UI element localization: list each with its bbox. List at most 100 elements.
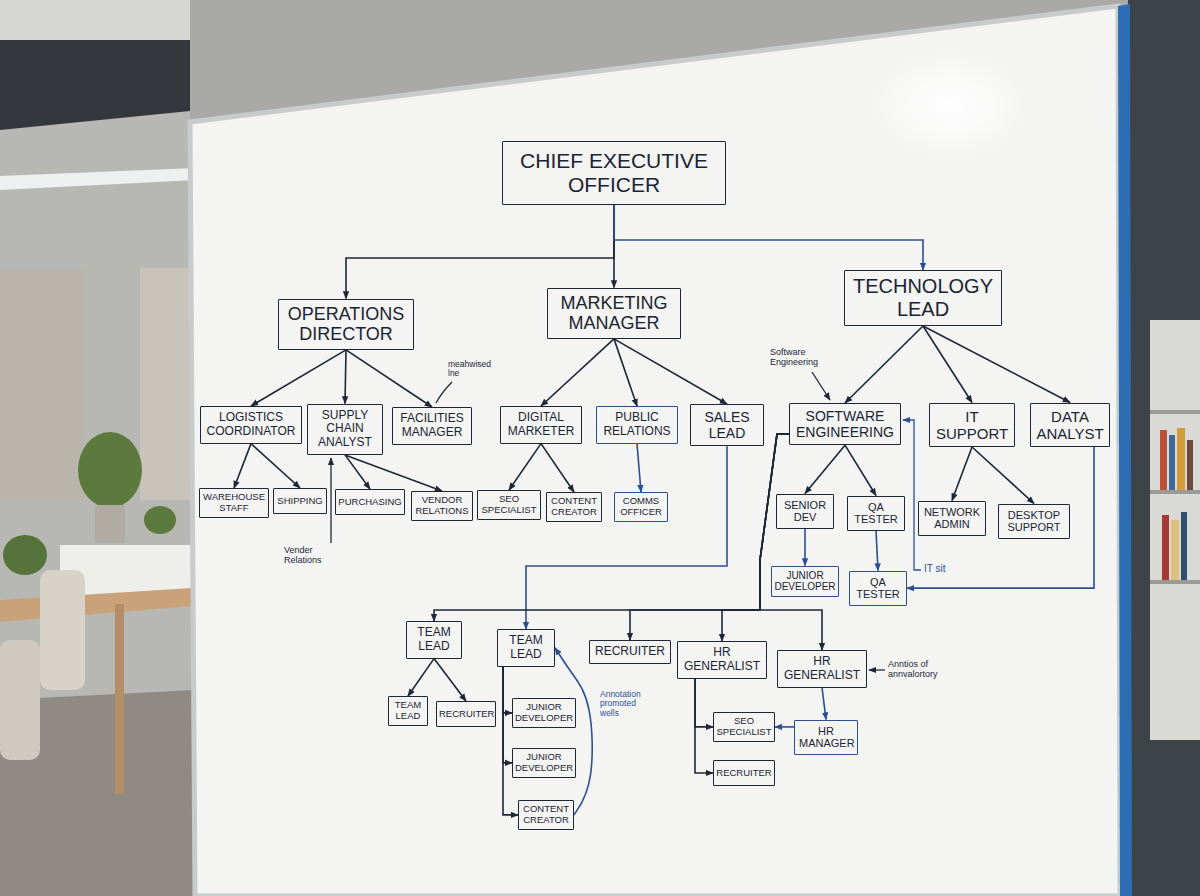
connector [923, 326, 972, 403]
connector [822, 688, 826, 720]
box-label: SUPPLY CHAIN ANALYST [312, 409, 378, 450]
connector [907, 447, 1094, 588]
org-box: WAREHOUSE STAFF [199, 488, 269, 518]
plant [3, 535, 47, 575]
org-box: COMMS OFFICER [614, 492, 668, 522]
org-box: JUNIOR DEVELOPER [771, 566, 839, 597]
table [0, 588, 192, 622]
box-label: SOFTWARE ENGINEERING [794, 408, 896, 440]
book [1162, 515, 1169, 580]
box-label: JUNIOR DEVELOPER [515, 702, 573, 724]
book [1181, 512, 1187, 580]
org-box: LOGISTICS COORDINATOR [200, 406, 302, 444]
org-box: SUPPLY CHAIN ANALYST [307, 404, 383, 455]
connector [503, 667, 512, 713]
leader-line [436, 382, 452, 403]
box-label: TEAM LEAD [391, 700, 425, 722]
connector [509, 444, 541, 490]
org-box: RECRUITER [589, 640, 671, 664]
leader-line [869, 669, 885, 670]
org-box: TEAM LEAD [388, 696, 428, 726]
box-label: TEAM LEAD [502, 634, 550, 662]
connector [251, 444, 300, 488]
box-label: SALES LEAD [695, 409, 759, 441]
box-label: VENDOR RELATIONS [414, 495, 470, 517]
connector [952, 447, 972, 501]
org-box: TECHNOLOGY LEAD [844, 270, 1002, 326]
box-label: SHIPPING [276, 496, 324, 507]
org-box: IT SUPPORT [929, 403, 1015, 448]
box-label: IT SUPPORT [934, 408, 1010, 443]
org-box: VENDOR RELATIONS [411, 491, 473, 521]
org-box: DATA ANALYST [1030, 403, 1110, 448]
org-box: JUNIOR DEVELOPER [512, 748, 576, 778]
box-label: COMMS OFFICER [617, 496, 665, 518]
box-label: NETWORK ADMIN [923, 506, 981, 531]
box-label: SENIOR DEV [781, 499, 829, 524]
box-label: HR GENERALIST [682, 646, 762, 674]
box-label: WAREHOUSE STAFF [202, 492, 266, 514]
org-box: HR GENERALIST [777, 650, 867, 688]
connector [234, 444, 251, 488]
org-box: TEAM LEAD [497, 629, 555, 667]
shelf-board [1150, 410, 1200, 414]
connector [637, 444, 641, 492]
connector [630, 434, 789, 640]
leader-line [330, 458, 331, 543]
box-label: FACILITIES MANAGER [397, 412, 467, 440]
connector [845, 326, 923, 403]
room-right [1128, 0, 1200, 896]
connector [345, 455, 442, 491]
ceiling [0, 0, 200, 40]
connector [526, 446, 727, 629]
light-strip [0, 168, 195, 190]
box-label: CONTENT CREATOR [549, 496, 599, 518]
connector [695, 679, 713, 727]
org-box: QA TESTER [849, 571, 907, 606]
org-box: CONTENT CREATOR [546, 492, 602, 522]
connector [614, 339, 637, 406]
annotation: IT sit [924, 563, 968, 574]
annotation: Annotation promoted wells [600, 690, 654, 718]
connector [541, 444, 574, 492]
connector [923, 326, 1070, 403]
plant [144, 506, 176, 534]
connector [555, 648, 592, 815]
connector [346, 350, 432, 407]
chair [0, 640, 40, 760]
box-label: PURCHASING [338, 497, 402, 508]
book [1160, 430, 1167, 490]
box-label: SEO SPECIALIST [480, 494, 538, 516]
org-box: SEO SPECIALIST [477, 490, 541, 520]
leader-line [903, 420, 921, 570]
board-edge [1118, 4, 1132, 896]
connector [760, 434, 822, 650]
connector [614, 205, 923, 270]
book [1171, 520, 1179, 580]
annotation: meahwised lne [448, 360, 504, 379]
box-label: CONTENT CREATOR [521, 804, 571, 826]
box-label: HR MANAGER [799, 725, 853, 750]
connector [408, 659, 434, 696]
box-label: QA TESTER [852, 501, 900, 526]
shelf-board [1150, 490, 1200, 494]
org-box: RECRUITER [436, 701, 496, 727]
org-box: SALES LEAD [690, 404, 764, 446]
connector [503, 667, 518, 815]
box-label: PUBLIC RELATIONS [601, 411, 673, 439]
connector [972, 447, 1034, 504]
box-label: OPERATIONS DIRECTOR [283, 304, 409, 345]
wall-panel [0, 270, 85, 500]
box-label: RECRUITER [716, 768, 772, 779]
box-label: TEAM LEAD [411, 626, 457, 654]
connector [346, 205, 614, 299]
org-box: MARKETING MANAGER [547, 288, 681, 339]
annotation: Anntios of annvalortory [888, 660, 960, 680]
box-label: DESKTOP SUPPORT [1003, 509, 1065, 534]
org-box: OPERATIONS DIRECTOR [278, 299, 414, 350]
chair [40, 570, 85, 690]
org-box: CHIEF EXECUTIVE OFFICER [502, 141, 726, 205]
